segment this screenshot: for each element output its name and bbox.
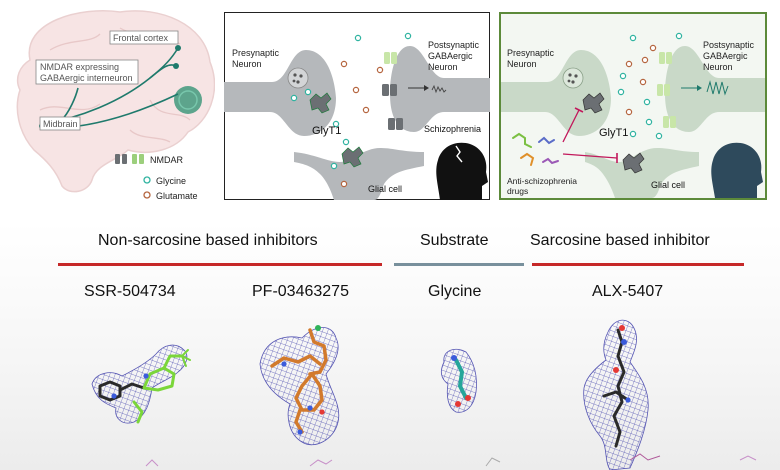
sarcosine-bar — [532, 263, 744, 266]
glyt1-transporter-glial — [341, 146, 364, 168]
presynaptic-label-1: Presynaptic — [507, 48, 555, 58]
frontal-cortex-box — [109, 30, 179, 45]
glyt1-transporter-presynaptic — [309, 92, 332, 114]
strong-signal-wave — [706, 80, 729, 96]
postsynaptic-label-2: GABAergic — [703, 51, 748, 61]
density-meshes — [91, 319, 757, 470]
midbrain-box — [39, 116, 81, 131]
postsynaptic-label-1: Postsynaptic — [703, 40, 755, 50]
substrate-bar — [394, 263, 524, 266]
postsynaptic-neuron — [390, 46, 490, 132]
ssr-density-mesh — [91, 344, 188, 424]
drug-molecules-icon — [512, 132, 559, 166]
postsynaptic-label-3: Neuron — [428, 62, 458, 72]
legend-glutamate: Glutamate — [156, 191, 198, 201]
midbrain-label: Midbrain — [43, 119, 78, 129]
pf-density-mesh — [259, 327, 340, 446]
presynaptic-label-2: Neuron — [507, 59, 537, 69]
brain-panel: Frontal cortex NMDAR expressing GABAergi… — [16, 10, 215, 201]
head-silhouette — [436, 142, 488, 200]
legend-glycine: Glycine — [156, 176, 186, 186]
postsynaptic-label-2: GABAergic — [428, 51, 473, 61]
glyt1-transporter-blocked — [582, 92, 605, 114]
alx-density-mesh — [583, 319, 649, 470]
ssr-label: SSR-504734 — [84, 283, 176, 300]
neuron-dot — [175, 45, 181, 51]
alx-label: ALX-5407 — [592, 283, 664, 300]
glial-cell-label: Glial cell — [368, 184, 402, 194]
interneuron-box — [35, 59, 139, 85]
weak-signal-wave — [431, 84, 447, 94]
presynaptic-label-1: Presynaptic — [232, 48, 280, 58]
presynaptic-neuron — [224, 50, 336, 136]
brain-silhouette — [16, 10, 215, 193]
glyt1-label: GlyT1 — [312, 125, 341, 137]
glutamate-legend-dot — [143, 191, 151, 199]
frontal-cortex-label: Frontal cortex — [113, 33, 169, 43]
interneuron-label-1: NMDAR expressing — [40, 62, 119, 72]
postsynaptic-neuron — [665, 46, 765, 132]
non-sarcosine-header: Non-sarcosine based inhibitors — [98, 232, 318, 249]
sarcosine-header: Sarcosine based inhibitor — [530, 232, 710, 249]
drug-action-panel: Presynaptic Neuron Postsynaptic GABAergi… — [499, 12, 767, 200]
schizophrenia-panel: Presynaptic Neuron Postsynaptic GABAergi… — [224, 12, 490, 200]
postsynaptic-label-3: Neuron — [703, 62, 733, 72]
interneuron-label-2: GABAergic interneuron — [40, 73, 133, 83]
non-sarcosine-bar — [58, 263, 382, 266]
schizophrenia-label: Schizophrenia — [424, 124, 481, 134]
nmdar-legend-icon — [115, 154, 144, 164]
glycine-molecule — [454, 358, 468, 400]
glial-cell — [294, 148, 424, 200]
glyt1-label: GlyT1 — [599, 127, 628, 139]
postsynaptic-label-1: Postsynaptic — [428, 40, 480, 50]
legend-nmdar: NMDAR — [150, 155, 183, 165]
glial-cell-label: Glial cell — [651, 180, 685, 190]
pf-label: PF-03463275 — [252, 283, 349, 300]
drugs-label-1: Anti-schizophrenia — [507, 176, 577, 186]
glial-cell — [585, 148, 699, 198]
glycine-label: Glycine — [428, 283, 482, 300]
cerebellum — [174, 86, 202, 114]
ssr-molecule — [98, 349, 191, 424]
drugs-label-2: drugs — [507, 186, 528, 196]
head-silhouette — [711, 142, 763, 198]
alx-molecule — [602, 328, 630, 448]
presynaptic-label-2: Neuron — [232, 59, 262, 69]
pf-molecule — [270, 328, 328, 434]
substrate-header: Substrate — [420, 232, 489, 249]
glycine-legend-dot — [143, 176, 151, 184]
presynaptic-neuron — [501, 50, 611, 136]
